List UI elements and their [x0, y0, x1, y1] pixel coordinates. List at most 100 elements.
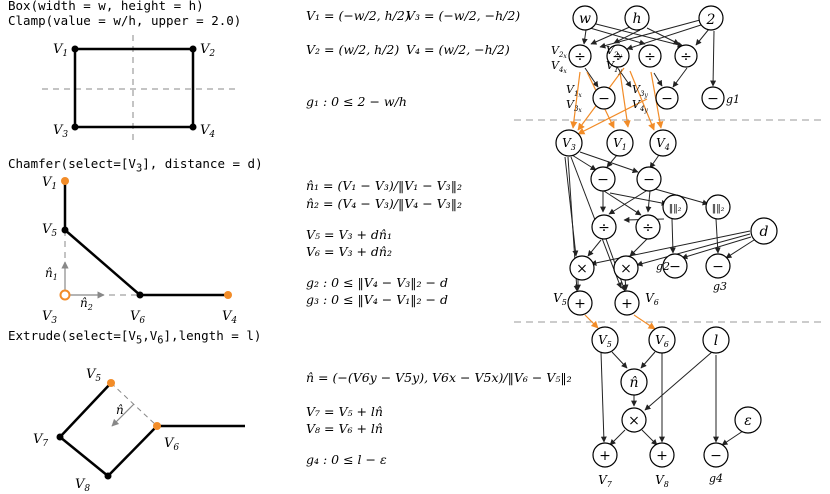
svg-text:‖‖₂: ‖‖₂ [669, 204, 682, 214]
svg-text:÷: ÷ [574, 49, 586, 65]
svg-text:V8: V8 [655, 473, 669, 489]
svg-text:V3y: V3y [632, 83, 648, 99]
svg-text:g4: g4 [709, 472, 723, 485]
svg-text:g1: g1 [726, 93, 740, 106]
node-neg3 [701, 86, 725, 110]
svg-text:×: × [576, 261, 588, 277]
svg-text:V5: V5 [553, 291, 567, 307]
svg-text:−: − [707, 91, 719, 107]
svg-text:÷: ÷ [680, 49, 692, 65]
svg-text:V7: V7 [598, 473, 613, 489]
box-figure: V1 V2 V3 V4 [42, 35, 236, 145]
label-v5-chamfer: V5 [42, 222, 57, 239]
node-V5 [591, 326, 619, 354]
svg-text:V4x: V4x [551, 59, 567, 75]
svg-text:+: + [656, 448, 668, 464]
node-plus4 [649, 442, 675, 468]
svg-text:V2x: V2x [551, 44, 567, 60]
node-mul3 [621, 407, 647, 433]
node-nhat [620, 368, 648, 396]
node-mul2 [613, 255, 639, 281]
node-2 [698, 5, 724, 31]
node-div6 [635, 214, 661, 240]
eq-v5: V₅ = V₃ + dn̂₁ [306, 227, 392, 242]
eq-g1: g₁ : 0 ≤ 2 − w/h [306, 94, 407, 109]
svg-text:g2: g2 [656, 260, 670, 273]
node-d [750, 217, 778, 245]
label-v5-extrude: V5 [86, 367, 101, 384]
eq-v3: V₃ = (−w/2, −h/2) [406, 8, 521, 23]
svg-text:‖‖₂: ‖‖₂ [712, 204, 725, 214]
node-div1 [568, 44, 592, 68]
node-mul1 [569, 255, 595, 281]
svg-text:−: − [669, 259, 681, 275]
eq-v6: V₆ = V₃ + dn̂₂ [306, 244, 392, 259]
label-v4: V4 [200, 123, 215, 140]
node-eps [734, 406, 762, 434]
eq-v2: V₂ = (w/2, h/2) [306, 42, 400, 57]
svg-text:÷: ÷ [642, 220, 654, 236]
eq-n1: n̂₁ = (V₁ − V₃)/‖V₁ − V₃‖₂ [306, 178, 462, 193]
svg-text:÷: ÷ [644, 49, 656, 65]
label-v7-extrude: V7 [33, 432, 48, 449]
svg-text:2: 2 [706, 12, 716, 28]
svg-text:−: − [643, 172, 655, 188]
node-plus2 [614, 290, 640, 316]
svg-text:d: d [760, 224, 769, 240]
node-V6 [648, 326, 676, 354]
node-w [572, 5, 598, 31]
label-v4-chamfer: V4 [222, 309, 237, 326]
node-V4 [649, 129, 677, 157]
label-v3-chamfer: V3 [42, 309, 57, 326]
node-neg6 [662, 253, 688, 279]
node-h [624, 5, 650, 31]
svg-text:V3x: V3x [566, 98, 582, 114]
node-div4 [674, 44, 698, 68]
eq-g2: g₂ : 0 ≤ ‖V₄ − V₃‖₂ − d [306, 275, 448, 290]
svg-text:w: w [579, 11, 591, 27]
svg-text:n̂: n̂ [629, 375, 638, 391]
label-v1-chamfer: V1 [42, 175, 57, 192]
extrude-code: Extrude(select=[V5,V6],length = l) [8, 328, 262, 347]
computation-graph: w h 2 g2 g3 g1 g4 d l ε ÷ ÷ ÷ ÷ − − − − … [514, 5, 822, 489]
eq-v4: V₄ = (w/2, −h/2) [406, 42, 510, 57]
label-n2: n̂2 [80, 296, 93, 312]
node-neg7 [705, 253, 731, 279]
svg-text:−: − [598, 91, 610, 107]
eq-v7: V₇ = V₅ + ln̂ [306, 404, 383, 419]
svg-text:l: l [714, 333, 718, 349]
eq-n: n̂ = (−(V6y − V5y), V6x − V5x)/‖V₆ − V₅‖… [306, 370, 572, 385]
svg-text:V4y: V4y [632, 98, 648, 114]
node-neg2 [655, 86, 679, 110]
eq-g4: g₄ : 0 ≤ l − ε [306, 452, 387, 467]
node-norm2 [705, 194, 731, 220]
extrude-figure: V5 n̂ V6 V7 V8 [33, 367, 245, 494]
clamp-code: Clamp(value = w/h, upper = 2.0) [8, 13, 242, 28]
chamfer-code: Chamfer(select=[V3], distance = d) [8, 156, 263, 175]
label-v2: V2 [200, 42, 215, 59]
svg-text:−: − [597, 172, 609, 188]
eq-n2: n̂₂ = (V₄ − V₃)/‖V₄ − V₃‖₂ [306, 196, 462, 211]
svg-text:g3: g3 [713, 280, 727, 293]
node-div3 [638, 44, 662, 68]
node-plus1 [567, 290, 593, 316]
node-neg1 [592, 86, 616, 110]
svg-text:÷: ÷ [598, 220, 610, 236]
eq-v8: V₈ = V₆ + ln̂ [306, 421, 383, 436]
label-v6-extrude: V6 [164, 436, 179, 453]
eq-g3: g₃ : 0 ≤ ‖V₄ − V₁‖₂ − d [306, 292, 448, 307]
node-V3 [555, 129, 583, 157]
label-v3: V3 [53, 123, 68, 140]
svg-text:÷: ÷ [612, 49, 624, 65]
svg-text:V6: V6 [645, 291, 659, 307]
svg-text:+: + [574, 296, 586, 312]
node-neg5 [636, 166, 662, 192]
node-div5 [591, 214, 617, 240]
label-v6-chamfer: V6 [130, 309, 145, 326]
node-neg4 [590, 166, 616, 192]
svg-text:−: − [712, 259, 724, 275]
svg-text:+: + [599, 448, 611, 464]
svg-text:−: − [661, 91, 673, 107]
svg-text:h: h [632, 11, 641, 27]
